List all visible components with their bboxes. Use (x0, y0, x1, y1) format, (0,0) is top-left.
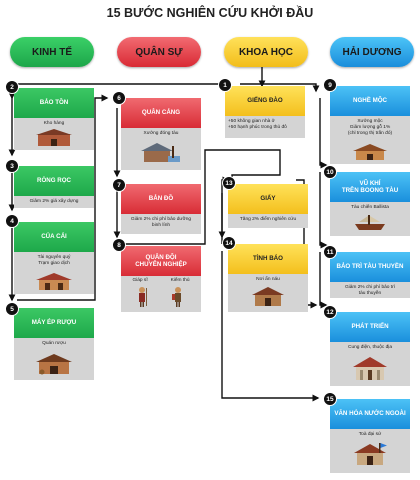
research-card-rong-roc[interactable]: RÒNG RỌC Giảm 2% giá xây dựng (14, 166, 94, 208)
card-title: TÌNH BÁO (228, 244, 308, 274)
research-card-bao-ton[interactable]: BẢO TỒN Kho hàng (14, 88, 94, 150)
hideout-icon (252, 287, 284, 306)
category-military[interactable]: QUÂN SỰ (117, 37, 201, 67)
card-title-line: TRÊN BOONG TÀU (341, 187, 399, 194)
shipyard-icon (141, 143, 180, 162)
card-description: Toà đại sứ (358, 432, 382, 437)
step-number-badge: 5 (5, 302, 19, 316)
card-description: Nơi ẩn náu (256, 277, 280, 282)
card-description: (chỉ trong thị trấn đó) (347, 131, 393, 137)
card-title: QUÂN CẢNG (121, 98, 201, 128)
card-description: binh lính (151, 223, 171, 229)
card-title: BẢN ĐỒ (121, 184, 201, 214)
research-card-giay[interactable]: GIẤY Tăng 2% điểm nghiên cứu (228, 184, 308, 228)
card-title: NGHỀ MỘC (330, 86, 410, 116)
card-title-line: VŨ KHÍ (359, 179, 381, 187)
step-number-badge: 9 (323, 78, 337, 92)
swordsman-icon (172, 287, 181, 307)
ballista-ship-icon (355, 215, 385, 230)
research-card-cua-cai[interactable]: CỦA CẢI Tài nguyên quý Trạm giao dịch (14, 222, 94, 294)
unit-label-swordsman: Kiếm thủ (170, 278, 190, 283)
warehouse-icon (36, 129, 72, 146)
card-title: GIẾNG ĐÀO (225, 86, 305, 116)
step-number-badge: 4 (5, 214, 19, 228)
unit-label-hoplite: Giáp sĩ (132, 278, 148, 283)
step-number-badge: 6 (112, 91, 126, 105)
research-card-quan-doi-chuyen-nghiep[interactable]: QUÂN ĐỘI CHUYÊN NGHIỆP Giáp sĩ Kiếm thủ (121, 246, 201, 312)
category-economy[interactable]: KINH TẾ (10, 37, 94, 67)
card-description: Giảm 2% giá xây dựng (29, 199, 79, 204)
unit-labels: Giáp sĩ Kiếm thủ (121, 278, 201, 283)
research-card-gieng-dao[interactable]: GIẾNG ĐÀO +50 không gian nhà ở +50 hạnh … (225, 86, 305, 138)
card-title: VŨ KHÍ TRÊN BOONG TÀU (330, 172, 410, 202)
embassy-icon (354, 443, 387, 465)
step-number-badge: 15 (323, 392, 337, 406)
step-number-badge: 3 (5, 159, 19, 173)
page-title: 15 BƯỚC NGHIÊN CỨU KHỞI ĐẦU (106, 6, 314, 20)
card-title: BẢO TỒN (14, 88, 94, 118)
card-title: QUÂN ĐỘI CHUYÊN NGHIỆP (121, 246, 201, 276)
category-ocean[interactable]: HẢI DƯƠNG (330, 37, 414, 67)
trading-post-icon (36, 273, 72, 290)
research-card-nghe-moc[interactable]: NGHỀ MỘC Xưởng mộc Giảm lượng gỗ 1% (chỉ… (330, 86, 410, 164)
step-number-badge: 12 (323, 305, 337, 319)
hoplite-icon (139, 287, 147, 307)
card-description: Kho hàng (43, 121, 65, 126)
card-description: +50 không gian nhà ở (228, 119, 275, 124)
card-title: PHÁT TRIỂN (330, 312, 410, 342)
step-number-badge: 13 (222, 176, 236, 190)
card-description: Quán rượu (42, 341, 66, 346)
card-title-line: QUÂN ĐỘI (145, 253, 177, 261)
card-description: Tài nguyên quý (37, 255, 71, 260)
step-number-badge: 7 (112, 178, 126, 192)
card-description: Tăng 2% điểm nghiên cứu (239, 217, 297, 222)
card-description: Xưởng đóng tàu (143, 131, 179, 136)
card-description: Giảm lượng gỗ 1% (349, 125, 391, 131)
card-title: MÁY ÉP RƯỢU (14, 308, 94, 338)
step-number-badge: 2 (5, 80, 19, 94)
carpentry-icon (353, 144, 387, 160)
card-title: VĂN HÓA NƯỚC NGOÀI (330, 399, 410, 429)
research-card-ban-do[interactable]: BẢN ĐỒ Giảm 2% chi phí bảo dưỡng binh lí… (121, 184, 201, 234)
card-description: Xưởng mộc (357, 119, 383, 124)
card-description: Cung điện, thuộc địa (347, 345, 392, 350)
step-number-badge: 14 (222, 236, 236, 250)
card-title: BẢO TRÌ TÀU THUYỀN (330, 252, 410, 282)
card-title: CỦA CẢI (14, 222, 94, 252)
step-number-badge: 1 (218, 78, 232, 92)
tavern-icon (36, 354, 72, 375)
research-card-vu-khi-tren-boong-tau[interactable]: VŨ KHÍ TRÊN BOONG TÀU Tàu chiến Ballista (330, 172, 410, 236)
research-card-van-hoa-nuoc-ngoai[interactable]: VĂN HÓA NƯỚC NGOÀI Toà đại sứ (330, 399, 410, 473)
card-title: GIẤY (228, 184, 308, 214)
card-description: Trạm giao dịch (38, 261, 70, 267)
research-card-phat-trien[interactable]: PHÁT TRIỂN Cung điện, thuộc địa (330, 312, 410, 386)
research-card-tinh-bao[interactable]: TÌNH BÁO Nơi ẩn náu (228, 244, 308, 312)
card-description: +50 hạnh phúc trong thủ đô (228, 125, 287, 131)
research-card-quan-cang[interactable]: QUÂN CẢNG Xưởng đóng tàu (121, 98, 201, 170)
card-title-line: CHUYÊN NGHIỆP (135, 261, 187, 268)
card-description: tàu thuyền (358, 291, 382, 297)
card-title: RÒNG RỌC (14, 166, 94, 196)
step-number-badge: 10 (323, 165, 337, 179)
card-description: Tàu chiến Ballista (351, 205, 389, 210)
card-description: Giảm 2% chi phí bảo dưỡng (130, 217, 192, 222)
palace-icon (353, 357, 387, 380)
step-number-badge: 8 (112, 238, 126, 252)
card-description: Giảm 2% chi phí bảo trì (344, 285, 396, 290)
research-card-bao-tri-tau-thuyen[interactable]: BẢO TRÌ TÀU THUYỀN Giảm 2% chi phí bảo t… (330, 252, 410, 298)
step-number-badge: 11 (323, 245, 337, 259)
research-card-may-ep-ruou[interactable]: MÁY ÉP RƯỢU Quán rượu (14, 308, 94, 380)
category-science[interactable]: KHOA HỌC (224, 37, 308, 67)
